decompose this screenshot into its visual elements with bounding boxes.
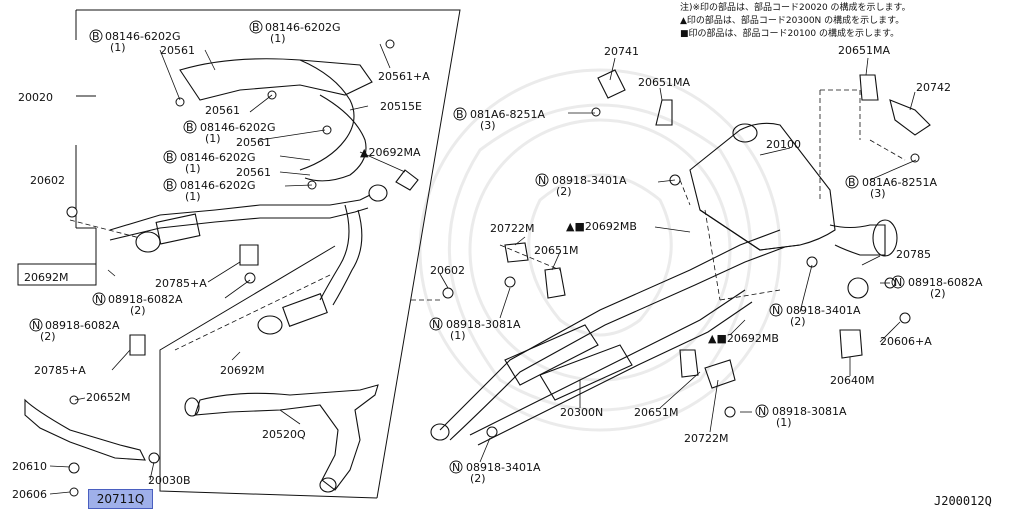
label-20606[interactable]: 20606	[12, 488, 47, 501]
label-20652m[interactable]: 20652M	[86, 391, 130, 404]
label-qty-n7: (1)	[776, 416, 792, 429]
label-qty-n3: (2)	[556, 185, 572, 198]
label-20561-d[interactable]: 20561	[236, 166, 271, 179]
label-20030b[interactable]: 20030B	[148, 474, 191, 487]
label-20602-a[interactable]: 20602	[30, 174, 65, 187]
svg-text:B: B	[456, 108, 464, 121]
label-20300n[interactable]: 20300N	[560, 406, 603, 419]
label-20692m-a[interactable]: 20692M	[24, 271, 68, 284]
svg-text:N: N	[432, 318, 440, 331]
label-08918-6082a-3[interactable]: 08918-6082A	[908, 276, 983, 289]
label-08918-3401a-1[interactable]: 08918-3401A	[552, 174, 627, 187]
label-20602-b[interactable]: 20602	[430, 264, 465, 277]
label-qty-n5: (1)	[450, 329, 466, 342]
label-20561-a[interactable]: 20561	[160, 44, 195, 57]
label-20515e[interactable]: 20515E	[380, 100, 422, 113]
label-20785-plus-a-a[interactable]: 20785+A	[155, 277, 207, 290]
dashed-leaders	[69, 89, 906, 351]
highlighted-part-20711q[interactable]: 20711Q	[88, 489, 153, 509]
parts-note: 注)※印の部品は、部品コード20020 の構成を示します。 ▲印の部品は、部品コ…	[680, 2, 1020, 41]
label-20020[interactable]: 20020	[18, 91, 53, 104]
part-labels: 20020 B 08146-6202G (1) 20561 B 08146-62…	[12, 20, 983, 501]
leader-lines	[49, 43, 917, 495]
label-20520q[interactable]: 20520Q	[262, 428, 306, 441]
label-20606-plus-a[interactable]: 20606+A	[880, 335, 932, 348]
label-qty-2: (1)	[270, 32, 286, 45]
label-qty-n6: (2)	[790, 315, 806, 328]
label-20561-plus-a[interactable]: 20561+A	[378, 70, 430, 83]
label-qty-1: (1)	[110, 41, 126, 54]
svg-text:N: N	[95, 293, 103, 306]
label-qty-b7: (3)	[870, 187, 886, 200]
label-081a6-8251a-2[interactable]: 081A6-8251A	[862, 176, 937, 189]
label-20561-b[interactable]: 20561	[205, 104, 240, 117]
svg-text:N: N	[452, 461, 460, 474]
label-20722m-a[interactable]: 20722M	[490, 222, 534, 235]
svg-text:B: B	[848, 176, 856, 189]
note-line-2: ▲印の部品は、部品コード20300N の構成を示します。	[680, 16, 905, 26]
svg-text:N: N	[758, 405, 766, 418]
label-08918-6082a-1[interactable]: 08918-6082A	[108, 293, 183, 306]
label-20785[interactable]: 20785	[896, 248, 931, 261]
label-08146-6202g-4[interactable]: 08146-6202G	[180, 151, 255, 164]
watermark-emblem	[418, 68, 782, 432]
label-qty-n2: (2)	[40, 330, 56, 343]
svg-text:B: B	[92, 30, 100, 43]
label-qty-n1: (2)	[130, 304, 146, 317]
svg-text:N: N	[772, 304, 780, 317]
label-08918-3401a-2[interactable]: 08918-3401A	[786, 304, 861, 317]
label-20651m-a[interactable]: 20651M	[534, 244, 578, 257]
note-line-3: ■印の部品は、部品コード20100 の構成を示します。	[680, 29, 900, 39]
label-qty-b6: (3)	[480, 119, 496, 132]
svg-text:B: B	[186, 121, 194, 134]
label-20651m-b[interactable]: 20651M	[634, 406, 678, 419]
svg-text:N: N	[32, 319, 40, 332]
group-brackets	[17, 9, 461, 499]
label-20610[interactable]: 20610	[12, 460, 47, 473]
label-08146-6202g-2[interactable]: 08146-6202G	[265, 21, 340, 34]
note-line-1: 注)※印の部品は、部品コード20020 の構成を示します。	[680, 3, 911, 13]
label-qty-5: (1)	[185, 190, 201, 203]
label-20692mb-b[interactable]: ▲■20692MB	[708, 332, 779, 345]
label-08918-3081a-1[interactable]: 08918-3081A	[446, 318, 521, 331]
label-20640m[interactable]: 20640M	[830, 374, 874, 387]
label-20722m-b[interactable]: 20722M	[684, 432, 728, 445]
label-08918-6082a-2[interactable]: 08918-6082A	[45, 319, 120, 332]
label-20100[interactable]: 20100	[766, 138, 801, 151]
label-08146-6202g-3[interactable]: 08146-6202G	[200, 121, 275, 134]
label-08146-6202g-5[interactable]: 08146-6202G	[180, 179, 255, 192]
label-20651ma-a[interactable]: 20651MA	[638, 76, 690, 89]
label-08146-6202g-1[interactable]: 08146-6202G	[105, 30, 180, 43]
label-qty-n4: (2)	[930, 287, 946, 300]
svg-text:N: N	[538, 174, 546, 187]
label-20651ma-b[interactable]: 20651MA	[838, 44, 890, 57]
label-20561-c[interactable]: 20561	[236, 136, 271, 149]
label-qty-4: (1)	[185, 162, 201, 175]
bolts-nuts	[66, 39, 920, 497]
svg-text:N: N	[894, 276, 902, 289]
label-08918-3401a-3[interactable]: 08918-3401A	[466, 461, 541, 474]
diagram-code: J200012Q	[934, 494, 992, 508]
label-20742[interactable]: 20742	[916, 81, 951, 94]
label-20692mb-a[interactable]: ▲■20692MB	[566, 220, 637, 233]
svg-text:B: B	[166, 151, 174, 164]
label-20692m-b[interactable]: 20692M	[220, 364, 264, 377]
label-081a6-8251a-1[interactable]: 081A6-8251A	[470, 108, 545, 121]
label-08918-3081a-2[interactable]: 08918-3081A	[772, 405, 847, 418]
svg-text:B: B	[166, 179, 174, 192]
label-qty-n8: (2)	[470, 472, 486, 485]
label-qty-3: (1)	[205, 132, 221, 145]
label-20692ma-a[interactable]: ▲20692MA	[360, 146, 421, 159]
label-20785-plus-a-b[interactable]: 20785+A	[34, 364, 86, 377]
svg-text:B: B	[252, 21, 260, 34]
label-20741[interactable]: 20741	[604, 45, 639, 58]
parts-drawings	[24, 58, 931, 493]
